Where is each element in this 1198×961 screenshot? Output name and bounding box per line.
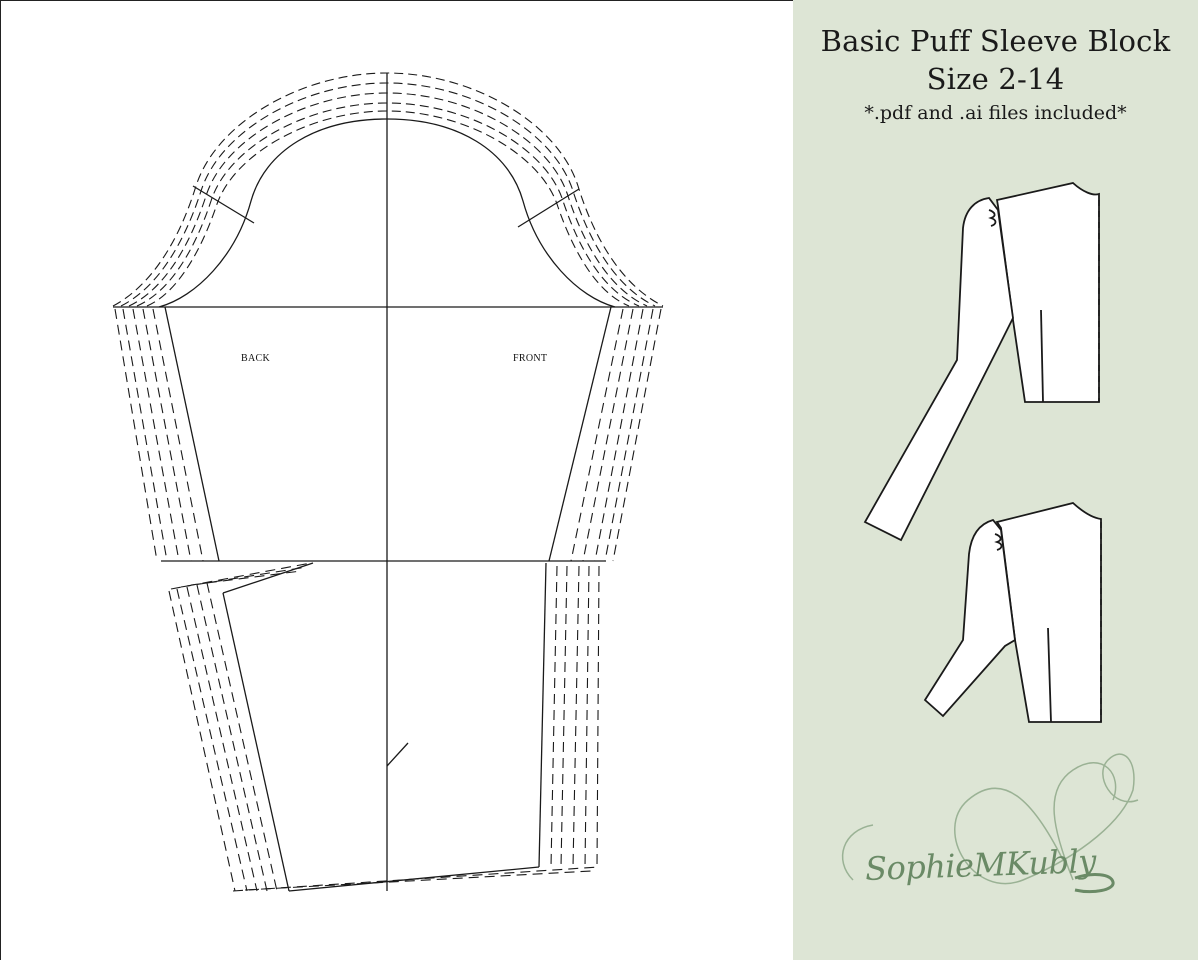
brand-logo: SophieMKubly [864, 841, 1097, 889]
logo-needle-icon [1074, 873, 1115, 894]
product-title: Basic Puff Sleeve Block [820, 24, 1171, 58]
front-label: FRONT [513, 353, 548, 364]
short-sleeve-illustration [923, 502, 1102, 723]
title-block: Basic Puff Sleeve Block Size 2-14 *.pdf … [793, 22, 1198, 126]
pattern-sheet: BACK FRONT [0, 0, 793, 960]
info-panel: Basic Puff Sleeve Block Size 2-14 *.pdf … [793, 0, 1198, 960]
size-range: Size 2-14 [926, 62, 1065, 96]
files-note: *.pdf and .ai files included* [864, 102, 1127, 124]
back-label: BACK [241, 353, 270, 364]
long-sleeve-illustration [863, 182, 1100, 542]
cap-grading-lines [112, 72, 664, 307]
side-grading-lines [114, 308, 662, 892]
sleeve-pattern-drawing [112, 72, 664, 892]
illustrations [842, 182, 1139, 894]
logo-swirl-icon [842, 753, 1139, 885]
